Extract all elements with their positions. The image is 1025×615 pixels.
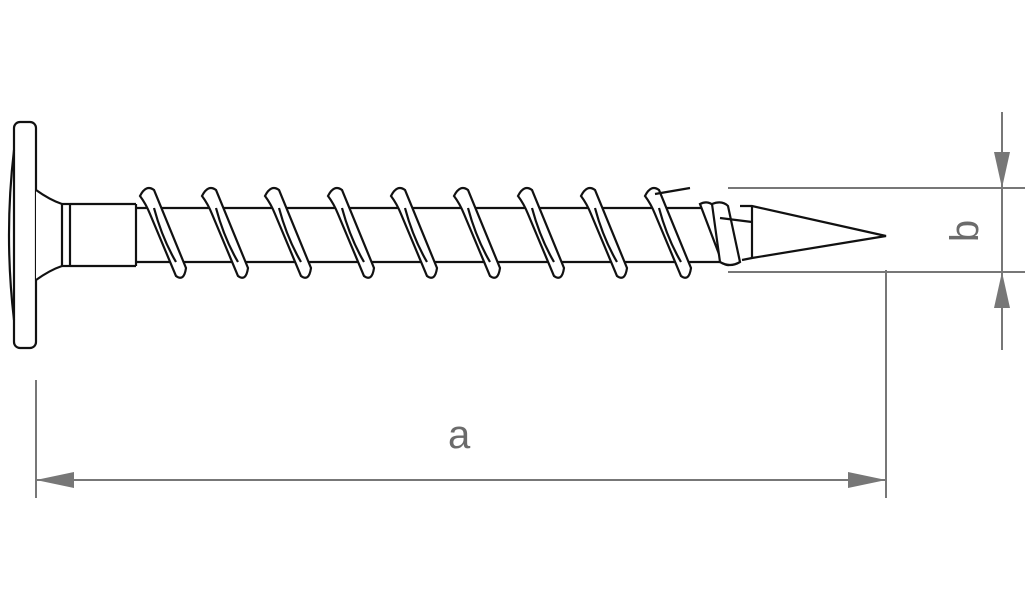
thread-crest <box>152 207 177 263</box>
thread-crest <box>466 207 491 263</box>
dimension-b <box>728 112 1025 350</box>
dimension-b-label: b <box>943 219 988 243</box>
screw-shank <box>70 202 138 268</box>
screw-tip <box>710 201 887 267</box>
screw-threads <box>138 186 738 279</box>
dimension-a <box>35 270 887 498</box>
thread-crest <box>214 207 239 263</box>
thread-crest <box>277 207 302 263</box>
thread-crest <box>530 207 555 263</box>
thread-crest <box>593 207 618 263</box>
screw-head <box>7 120 72 350</box>
thread-crest <box>340 207 365 263</box>
dimension-a-label: a <box>448 413 471 457</box>
thread-crest <box>657 207 682 263</box>
thread-crest <box>403 207 428 263</box>
